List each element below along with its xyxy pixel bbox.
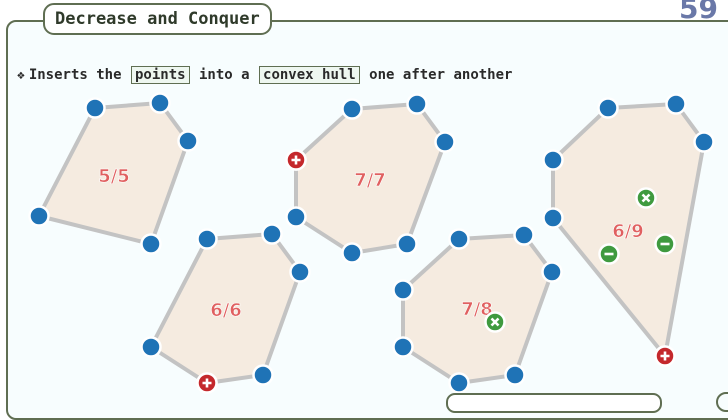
- hull-point: [434, 131, 456, 153]
- hull-count-label: 6/6: [210, 300, 242, 321]
- page-number: 59: [679, 0, 718, 25]
- hull-group: 6/6: [140, 223, 311, 394]
- hull-point: [392, 336, 414, 358]
- footer-tab: [446, 393, 662, 413]
- hull-point: [341, 242, 363, 264]
- hull-point: [448, 372, 470, 394]
- hull-point: [541, 261, 563, 283]
- hull-count-label: 5/5: [98, 166, 130, 187]
- hull-point: [406, 93, 428, 115]
- plus-marker-icon: [196, 372, 218, 394]
- slide-title: Decrease and Conquer: [55, 9, 260, 29]
- plus-marker-icon: [285, 149, 307, 171]
- hull-point: [140, 336, 162, 358]
- x-marker-icon: [635, 187, 657, 209]
- bullet-keyword-convex-hull: convex hull: [259, 66, 360, 84]
- hull-point: [289, 261, 311, 283]
- hull-point: [693, 131, 715, 153]
- hull-count-label: 7/7: [354, 170, 386, 191]
- hull-point: [196, 228, 218, 250]
- hull-group: 5/5: [28, 92, 199, 255]
- bullet-text-2: into a: [199, 67, 250, 83]
- hull-point: [597, 97, 619, 119]
- x-marker-icon: [484, 311, 506, 333]
- hull-point: [341, 98, 363, 120]
- hull-group: 6/9: [542, 93, 715, 367]
- title-box: Decrease and Conquer: [43, 3, 272, 35]
- hull-point: [392, 279, 414, 301]
- minus-marker-icon: [598, 243, 620, 265]
- hull-point: [261, 223, 283, 245]
- hull-point: [285, 206, 307, 228]
- hull-point: [84, 97, 106, 119]
- hull-group: 7/8: [392, 224, 563, 394]
- plus-marker-icon: [654, 345, 676, 367]
- diamond-bullet-icon: ❖: [17, 67, 25, 83]
- hull-point: [665, 93, 687, 115]
- hull-polygon: [37, 101, 190, 246]
- hull-point: [177, 130, 199, 152]
- hull-point: [396, 233, 418, 255]
- bullet-text-1: Inserts the: [28, 67, 122, 83]
- bullet-line: ❖ Inserts the points into a convex hull …: [17, 66, 512, 84]
- hull-point: [448, 228, 470, 250]
- hull-point: [140, 233, 162, 255]
- hull-count-label: 6/9: [612, 221, 644, 242]
- bullet-keyword-points: points: [130, 66, 190, 84]
- hull-point: [542, 207, 564, 229]
- hull-group: 7/7: [285, 93, 456, 264]
- hull-point: [513, 224, 535, 246]
- hull-point: [252, 364, 274, 386]
- hull-count-label: 7/8: [461, 299, 493, 320]
- slide: Decrease and Conquer 59 ❖ Inserts the po…: [6, 0, 728, 420]
- hull-point: [28, 205, 50, 227]
- minus-marker-icon: [654, 233, 676, 255]
- hull-point: [149, 92, 171, 114]
- convex-hull-diagram: 5/5 6/6 7/7 7/8 6/9: [28, 92, 715, 394]
- hull-point: [542, 149, 564, 171]
- hull-point: [504, 364, 526, 386]
- bullet-text-3: one after another: [369, 67, 513, 83]
